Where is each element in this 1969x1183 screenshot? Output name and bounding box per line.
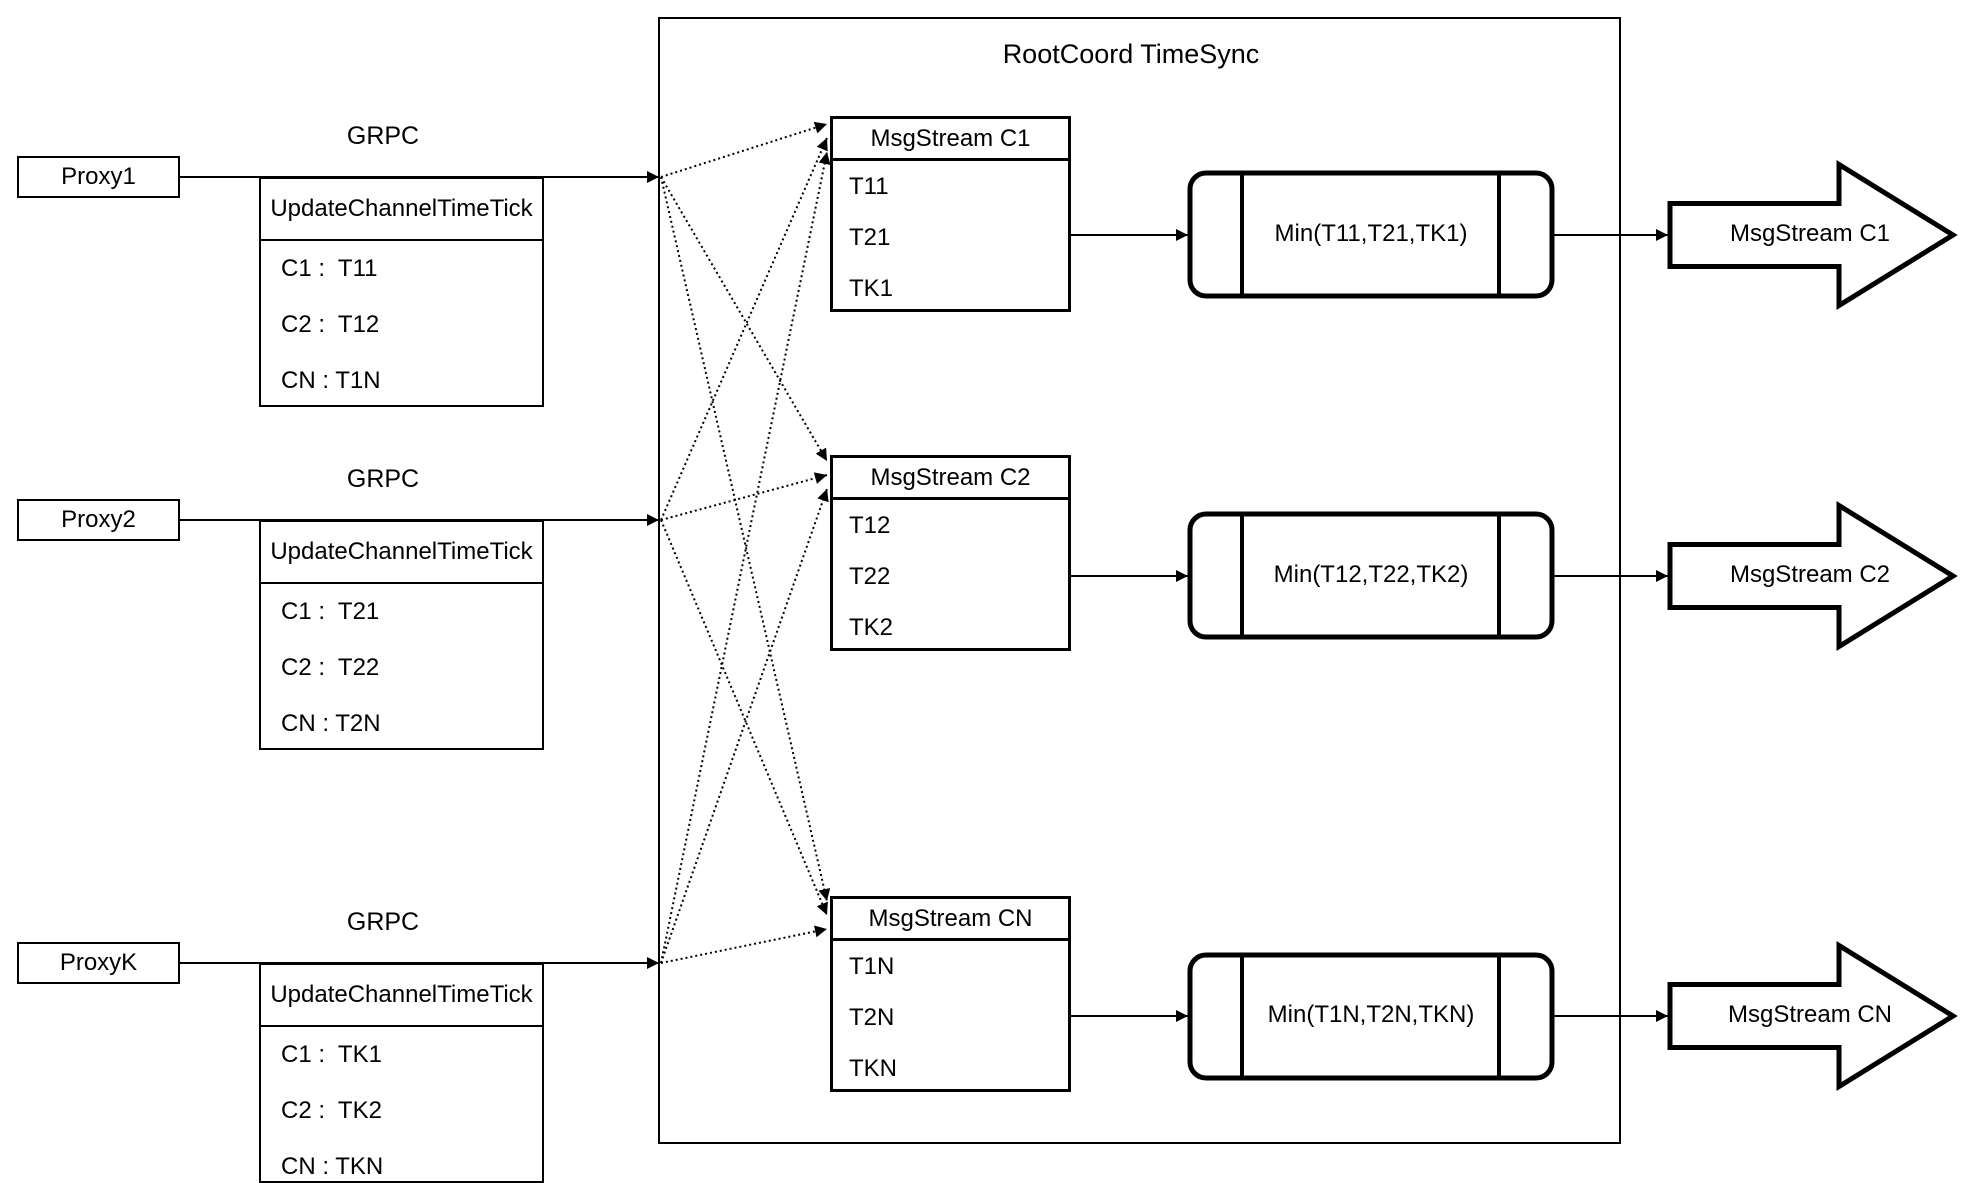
output-label-c2: MsgStream C2 [1729, 561, 1891, 588]
table-row: CN : T2N [281, 710, 381, 737]
proxy1-box: Proxy1 [17, 156, 180, 198]
table-row: C1 : T21 [281, 598, 380, 625]
table-row: CN : TKN [281, 1153, 384, 1180]
grpc-label-1: GRPC [346, 122, 420, 150]
min-buffer-cn [1187, 952, 1555, 1081]
table-row: C2 : TK2 [281, 1097, 382, 1124]
min-label-c2: Min(T12,T22,TK2) [1273, 561, 1469, 588]
dotted-link-proxy2-c1 [660, 137, 828, 521]
dotted-link-proxy2-c2 [660, 472, 828, 521]
min-label-cn: Min(T1N,T2N,TKN) [1267, 1001, 1475, 1028]
min-buffer-c1 [1187, 170, 1555, 299]
min-label-c1: Min(T11,T21,TK1) [1274, 220, 1468, 247]
proxyk-timetick-title: UpdateChannelTimeTick [261, 965, 542, 1027]
min-buffer-c2 [1187, 511, 1555, 640]
proxy1-timetick-title: UpdateChannelTimeTick [261, 179, 542, 241]
output-label-c1: MsgStream C1 [1729, 220, 1891, 247]
msgstream-c1-title: MsgStream C1 [833, 119, 1068, 161]
proxy1-timetick-table: UpdateChannelTimeTick C1 : T11 C2 : T12 … [259, 177, 544, 407]
proxy2-box: Proxy2 [17, 499, 180, 541]
output-block-arrow-cn [1667, 941, 1958, 1091]
table-row: C2 : T12 [281, 311, 380, 338]
dotted-link-proxy1-c1 [660, 121, 828, 178]
table-row: T22 [849, 563, 891, 590]
table-row: C2 : T22 [281, 654, 380, 681]
rootcoord-title: RootCoord TimeSync [1002, 39, 1260, 69]
table-row: C1 : TK1 [281, 1041, 382, 1068]
table-row: T11 [849, 173, 889, 200]
msgstream-c2-table: MsgStream C2 T12 T22 TK2 [830, 455, 1071, 651]
grpc-label-2: GRPC [346, 465, 420, 493]
table-row: C1 : T11 [281, 255, 378, 282]
table-row: T2N [849, 1004, 895, 1031]
proxyk-timetick-table: UpdateChannelTimeTick C1 : TK1 C2 : TK2 … [259, 963, 544, 1183]
output-block-arrow-c2 [1667, 501, 1958, 651]
msgstream-cn-table: MsgStream CN T1N T2N TKN [830, 896, 1071, 1092]
table-row: TK2 [849, 614, 894, 641]
grpc-label-3: GRPC [346, 908, 420, 936]
rootcoord-timesync-box [658, 17, 1621, 1144]
table-row: TKN [849, 1055, 897, 1082]
table-row: T12 [849, 512, 891, 539]
table-row: T21 [849, 224, 891, 251]
output-label-cn: MsgStream CN [1727, 1001, 1893, 1028]
table-row: T1N [849, 953, 895, 980]
dotted-link-proxy1-cn [660, 176, 831, 902]
dotted-link-proxy2-cn [660, 519, 828, 916]
table-row: TK1 [849, 275, 894, 302]
msgstream-c2-title: MsgStream C2 [833, 458, 1068, 500]
dotted-link-proxyk-c2 [660, 488, 829, 964]
msgstream-c1-table: MsgStream C1 T11 T21 TK1 [830, 116, 1071, 312]
msgstream-cn-title: MsgStream CN [833, 899, 1068, 941]
proxyk-box: ProxyK [17, 942, 180, 984]
dotted-link-proxyk-c1 [660, 151, 831, 964]
dotted-link-proxy1-c2 [660, 176, 828, 462]
proxy2-timetick-title: UpdateChannelTimeTick [261, 522, 542, 584]
proxy2-timetick-table: UpdateChannelTimeTick C1 : T21 C2 : T22 … [259, 520, 544, 750]
output-block-arrow-c1 [1667, 160, 1958, 310]
table-row: CN : T1N [281, 367, 381, 394]
dotted-link-proxyk-cn [660, 925, 828, 964]
